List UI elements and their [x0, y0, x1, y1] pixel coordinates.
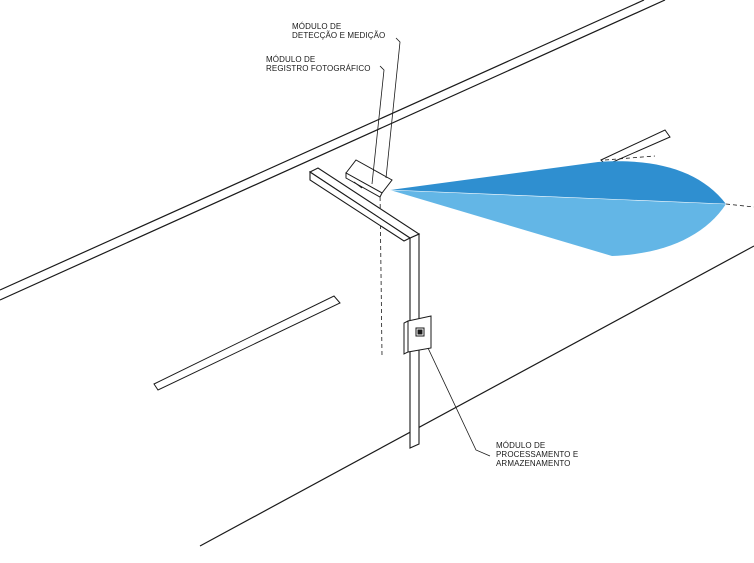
- processing-module-label: MÓDULO DE PROCESSAMENTO E ARMAZENAMENTO: [496, 441, 578, 468]
- road-edge-near: [199, 245, 754, 547]
- photo-module-label-line1: MÓDULO DE: [266, 55, 316, 64]
- processing-module-label-line1: MÓDULO DE: [496, 441, 546, 450]
- processing-cabinet: [403, 315, 432, 355]
- projection-lines: [379, 155, 754, 357]
- lane-marking-left: [153, 295, 341, 391]
- detection-module-label-line1: MÓDULO DE: [292, 22, 342, 31]
- processing-module-label-line2: PROCESSAMENTO E: [496, 450, 579, 459]
- lane-marking-right: [600, 129, 671, 166]
- processing-module-label-line3: ARMAZENAMENTO: [496, 459, 571, 468]
- detection-module-label: MÓDULO DE DETECÇÃO E MEDIÇÃO: [292, 22, 385, 40]
- sensor-beam: [389, 161, 727, 256]
- leader-lines: [371, 37, 491, 457]
- road-edge-far: [0, 0, 666, 301]
- photo-module-label-line2: REGISTRO FOTOGRÁFICO: [266, 64, 371, 73]
- photo-module-label: MÓDULO DE REGISTRO FOTOGRÁFICO: [266, 55, 371, 73]
- camera-module: [345, 159, 393, 198]
- detection-module-label-line2: DETECÇÃO E MEDIÇÃO: [292, 31, 386, 40]
